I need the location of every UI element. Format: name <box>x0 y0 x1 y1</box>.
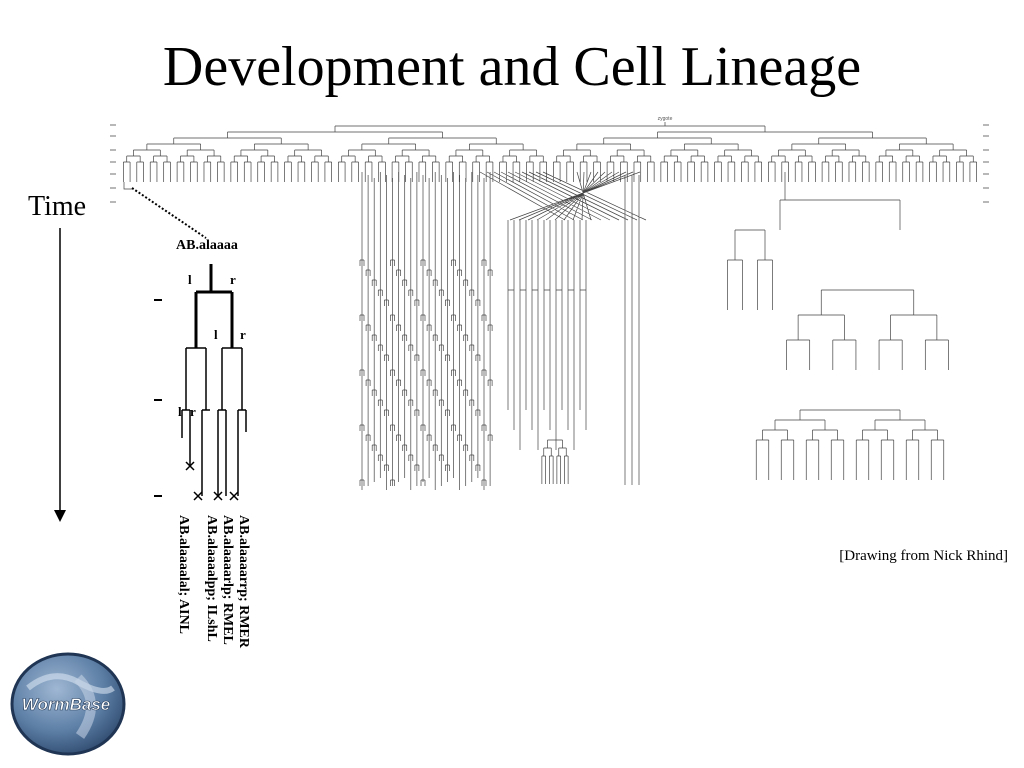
cell-name: AB.alaaaalpp; ILshL <box>204 515 219 642</box>
lineage-root-label: zygote <box>658 116 673 122</box>
cell-death-mark <box>185 461 195 471</box>
sub-branch <box>217 409 227 496</box>
right-branch <box>221 347 243 410</box>
cell-name: AB.alaaaarrp; RMER <box>236 515 251 648</box>
zoomed-lineage-detail <box>131 187 247 501</box>
zoom-connector <box>131 187 207 239</box>
branch-label-left: l <box>214 327 218 342</box>
cell-name: AB.alaaaalal; AINL <box>176 515 191 635</box>
branch-label-left: l <box>178 404 182 419</box>
sub-branch <box>237 409 247 496</box>
cell-lineage-tree: zygote <box>110 116 989 490</box>
cell-death-mark <box>229 491 239 501</box>
root-branch <box>194 264 234 348</box>
sub-branch <box>181 409 191 438</box>
image-credit: [Drawing from Nick Rhind] <box>839 548 1008 564</box>
slide-title: Development and Cell Lineage <box>162 36 862 98</box>
zoom-panel-title: AB.alaaaa <box>176 238 238 253</box>
cell-death-mark <box>193 491 203 501</box>
branch-label-right: r <box>190 404 196 419</box>
time-axis-label: Time <box>28 191 87 222</box>
logo-text: WormBase <box>22 695 111 714</box>
branch-label-right: r <box>230 272 236 287</box>
lineage-branches <box>110 122 989 490</box>
wormbase-logo-icon: WormBase <box>10 652 126 756</box>
time-arrow-icon <box>54 228 66 522</box>
left-branch <box>185 347 207 410</box>
cell-death-mark <box>213 491 223 501</box>
sub-branch <box>201 409 210 496</box>
terminal-cell-names: AB.alaaaarrp; RMER AB.alaaaarlp; RMEL AB… <box>174 515 264 675</box>
cell-name: AB.alaaaarlp; RMEL <box>220 515 235 645</box>
branch-label-right: r <box>240 327 246 342</box>
branch-label-left: l <box>188 272 192 287</box>
